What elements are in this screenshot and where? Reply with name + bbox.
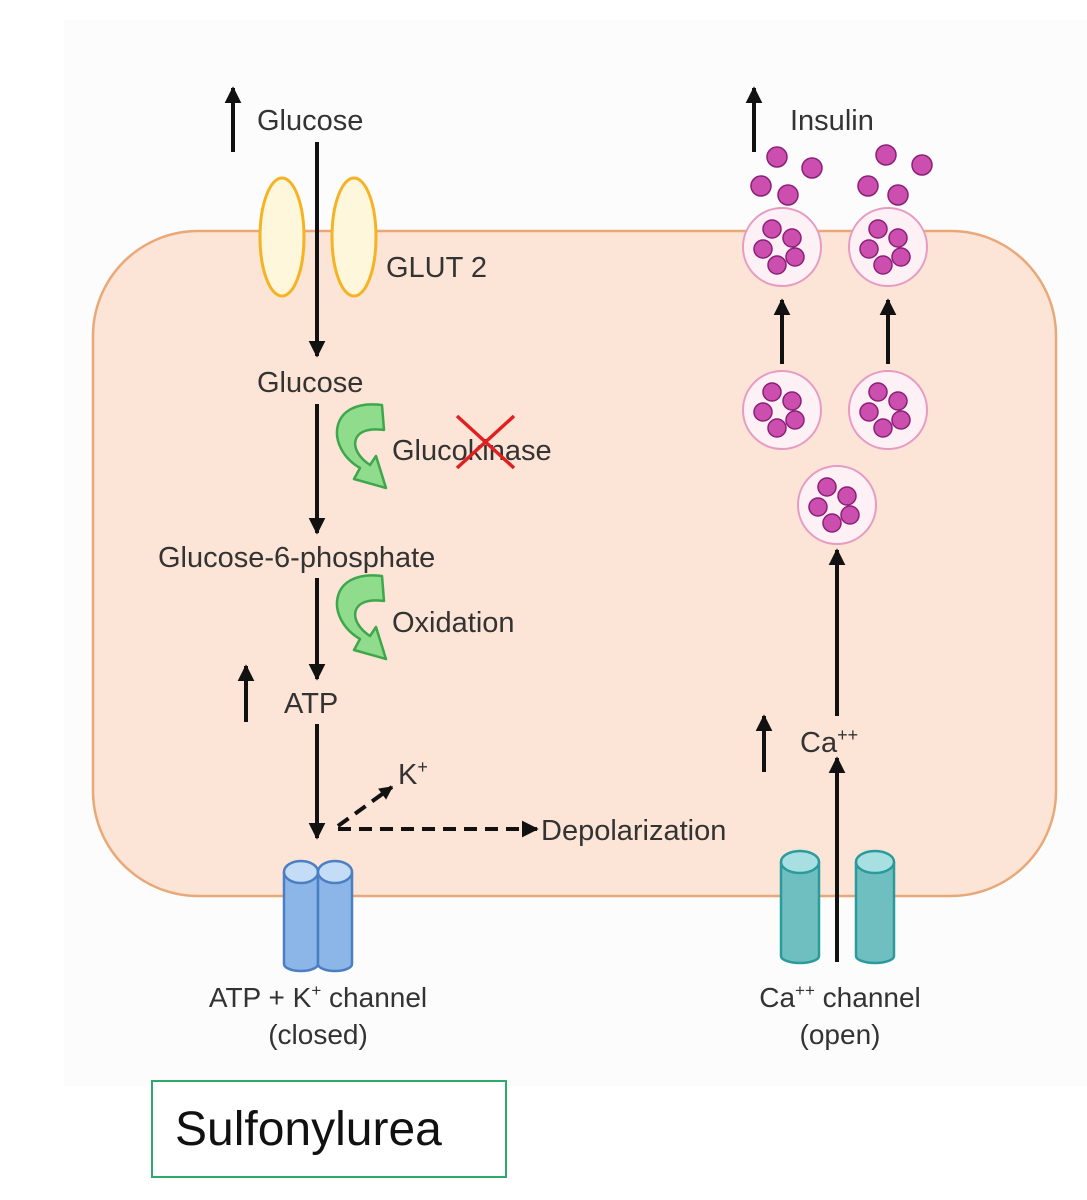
label-atp: ATP	[284, 688, 338, 720]
glucokinase-reaction-icon	[335, 403, 388, 490]
insulin-granule	[801, 157, 823, 179]
oxidation-reaction-icon	[335, 574, 388, 661]
label-ca-channel-state: (open)	[800, 1019, 881, 1050]
label-calcium-charge: ++	[837, 725, 858, 745]
label-glut2: GLUT 2	[386, 252, 487, 284]
arrow-k-efflux	[336, 785, 394, 828]
insulin-granule	[857, 175, 879, 197]
insulin-granule	[887, 184, 909, 206]
insulin-granule	[911, 154, 933, 176]
drug-name: Sulfonylurea	[175, 1102, 442, 1156]
insulin-granule	[750, 175, 772, 197]
label-glucose-extracellular: Glucose	[257, 105, 363, 137]
label-insulin: Insulin	[790, 105, 874, 137]
label-glucose-intracellular: Glucose	[257, 367, 363, 399]
label-calcium: Ca++	[800, 725, 858, 759]
label-ca-channel-charge: ++	[795, 981, 815, 1000]
drug-name-box: Sulfonylurea	[151, 1080, 507, 1178]
insulin-vesicle	[742, 370, 822, 450]
label-depolarization: Depolarization	[541, 815, 726, 847]
label-katp-channel: ATP + K+ channel	[209, 981, 427, 1013]
inhibition-x-icon	[455, 414, 516, 470]
insulin-granule	[777, 184, 799, 206]
insulin-vesicle	[848, 207, 928, 287]
insulin-vesicle	[742, 207, 822, 287]
label-potassium-charge: +	[417, 757, 428, 777]
insulin-granule	[766, 146, 788, 168]
katp-channel-icon	[282, 859, 354, 973]
glut2-transporter	[258, 176, 378, 298]
label-potassium: K+	[398, 757, 428, 791]
ca-channel-icon	[779, 849, 896, 965]
insulin-vesicle	[797, 465, 877, 545]
label-glucokinase: Glucokinase	[392, 435, 552, 467]
label-ca-channel: Ca++ channel	[759, 981, 921, 1013]
label-oxidation: Oxidation	[392, 607, 515, 639]
label-glucose-6-phosphate: Glucose-6-phosphate	[158, 542, 435, 574]
label-katp-channel-charge: +	[311, 981, 321, 1000]
label-katp-channel-state: (closed)	[268, 1019, 368, 1050]
insulin-vesicle	[848, 370, 928, 450]
insulin-granule	[875, 144, 897, 166]
